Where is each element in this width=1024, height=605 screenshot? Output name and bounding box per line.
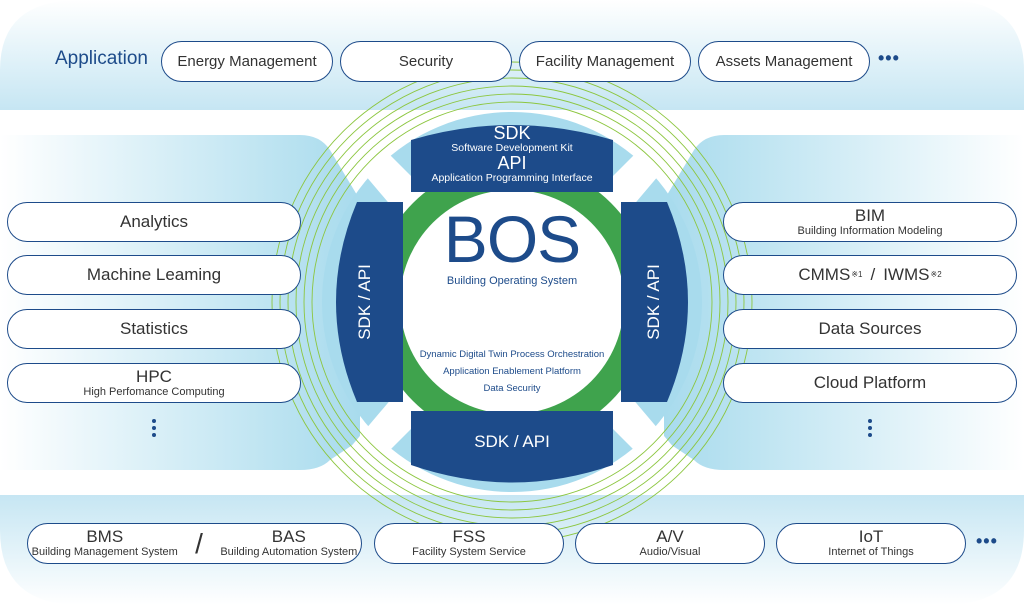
top-sdk-block [411, 125, 613, 192]
right-item-sublabel: Building Information Modeling [797, 224, 943, 237]
footnote-marker: ※2 [930, 269, 942, 279]
bottom-item-av[interactable]: A/V Audio/Visual [575, 523, 765, 564]
right-item-label: Data Sources [818, 319, 922, 339]
bos-title: BOS [443, 202, 581, 276]
right-panel [664, 135, 1024, 470]
top-band [0, 0, 1024, 110]
left-item-analytics[interactable]: Analytics [7, 202, 301, 242]
bottom-item-sublabel: Facility System Service [412, 546, 526, 559]
bas-label: BAS [271, 527, 306, 547]
cmms-label: CMMS [798, 265, 851, 285]
left-item-hpc[interactable]: HPC High Perfomance Computing [7, 363, 301, 403]
app-energy-management[interactable]: Energy Management [161, 41, 333, 82]
bos-feature: Application Enablement Platform [443, 366, 581, 377]
sdk-title: SDK [493, 123, 531, 143]
more-horizontal-icon: ••• [878, 48, 900, 68]
app-item-label: Energy Management [177, 52, 317, 70]
bottom-item-label: FSS [452, 527, 486, 547]
bas-group: BAS Building Automation System [220, 528, 357, 558]
left-sdk-block [336, 202, 403, 402]
bos-subtitle: Building Operating System [446, 275, 578, 287]
bas-sublabel: Building Automation System [220, 546, 358, 559]
right-sdk-block [621, 202, 688, 402]
right-item-data-sources[interactable]: Data Sources [723, 309, 1017, 349]
bos-feature: Dynamic Digital Twin Process Orchestrati… [419, 349, 605, 360]
more-vertical-icon [867, 419, 873, 437]
more-vertical-icon [151, 419, 157, 437]
bottom-sdk-api-label: SDK / API [474, 432, 550, 451]
left-item-label: Statistics [119, 319, 189, 339]
bms-label: BMS [86, 527, 124, 547]
left-item-sublabel: High Perfomance Computing [83, 385, 225, 398]
right-item-cmms-iwms[interactable]: CMMS※1 / IWMS※2 [723, 255, 1017, 295]
app-item-label: Security [398, 52, 454, 70]
bottom-item-bms-bas[interactable]: BMS Building Management System / BAS Bui… [27, 523, 362, 564]
right-item-cloud-platform[interactable]: Cloud Platform [723, 363, 1017, 403]
bms-group: BMS Building Management System [32, 528, 178, 558]
left-sdk-api-label: SDK / API [355, 264, 374, 340]
left-item-machine-learning[interactable]: Machine Leaming [7, 255, 301, 295]
app-facility-management[interactable]: Facility Management [519, 41, 691, 82]
app-assets-management[interactable]: Assets Management [698, 41, 870, 82]
bottom-sdk-block [411, 411, 613, 483]
right-item-bim[interactable]: BIM Building Information Modeling [723, 202, 1017, 242]
bottom-item-label: A/V [656, 527, 684, 547]
left-item-statistics[interactable]: Statistics [7, 309, 301, 349]
right-sdk-api-label: SDK / API [644, 264, 663, 340]
api-title: API [497, 153, 527, 173]
bottom-item-fss[interactable]: FSS Facility System Service [374, 523, 564, 564]
app-security[interactable]: Security [340, 41, 512, 82]
left-item-label: Machine Leaming [86, 265, 222, 285]
bottom-item-sublabel: Audio/Visual [639, 546, 701, 559]
left-item-label: HPC [136, 366, 172, 386]
bos-feature: Data Security [483, 383, 541, 394]
footnote-marker: ※1 [851, 269, 863, 279]
left-item-label: Analytics [119, 212, 189, 232]
application-label: Application [55, 48, 148, 69]
more-horizontal-icon: ••• [976, 531, 998, 551]
app-item-label: Facility Management [535, 52, 675, 70]
separator: / [195, 527, 203, 559]
bottom-item-sublabel: Internet of Things [828, 546, 914, 559]
bottom-item-label: IoT [858, 527, 884, 547]
app-item-label: Assets Management [715, 52, 853, 70]
api-subtitle: Application Programming Interface [431, 172, 593, 184]
separator: / [870, 265, 876, 285]
white-core [400, 190, 624, 414]
right-item-label: Cloud Platform [813, 373, 927, 393]
top-sdk-api-block: SDK Software Development Kit API Applica… [411, 124, 613, 184]
left-panel [0, 135, 360, 470]
right-item-label: BIM [854, 205, 886, 225]
bottom-item-iot[interactable]: IoT Internet of Things [776, 523, 966, 564]
bms-sublabel: Building Management System [31, 546, 178, 559]
iwms-label: IWMS [883, 265, 930, 285]
sdk-subtitle: Software Development Kit [451, 142, 573, 154]
